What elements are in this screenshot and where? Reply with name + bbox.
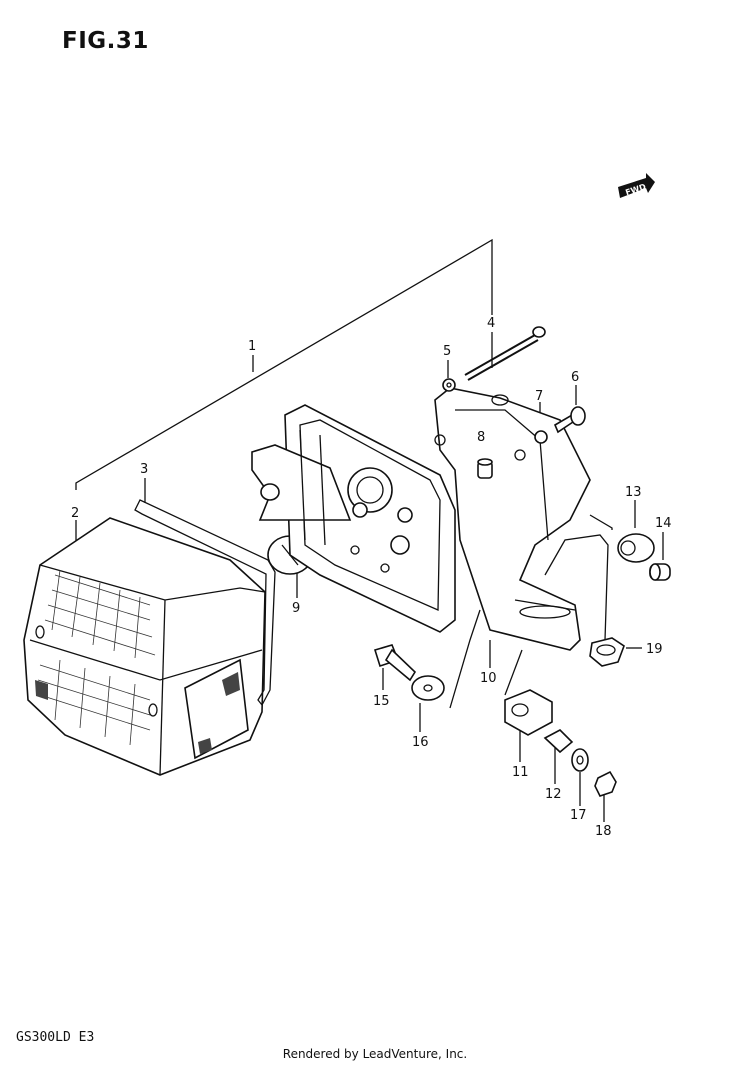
washer-7: [534, 430, 548, 444]
callout-16: 16: [412, 735, 429, 750]
callout-12: 12: [545, 787, 562, 802]
washer-5: [442, 378, 456, 392]
callout-19: 19: [646, 642, 663, 657]
long-bolt: [464, 326, 546, 381]
callout-10: 10: [480, 671, 497, 686]
lens-grid-pattern: [37, 569, 156, 746]
collar-14: [649, 563, 671, 581]
callout-11: 11: [512, 765, 529, 780]
screw-6: [553, 406, 586, 434]
callout-17: 17: [570, 808, 587, 823]
callout-15: 15: [373, 694, 390, 709]
lens-gasket: [134, 499, 276, 707]
bolt-15: [373, 644, 417, 682]
callout-7: 7: [535, 389, 543, 404]
callout-6: 6: [571, 370, 579, 385]
callout-1: 1: [248, 339, 256, 354]
washer-16: [411, 675, 445, 701]
callout-8: 8: [477, 430, 485, 445]
callout-5: 5: [443, 344, 451, 359]
callout-9: 9: [292, 601, 300, 616]
collar-12: [543, 729, 574, 754]
callout-2: 2: [71, 506, 79, 521]
callout-14: 14: [655, 516, 672, 531]
callout-18: 18: [595, 824, 612, 839]
figure-title: FIG.31: [62, 28, 149, 54]
tail-lamp-bracket: [434, 387, 591, 651]
callout-4: 4: [487, 316, 495, 331]
model-code: GS300LD E3: [16, 1030, 95, 1045]
washer-17: [571, 748, 589, 772]
spacer-8: [477, 458, 493, 479]
cushion-11: [504, 689, 553, 736]
callout-3: 3: [140, 462, 148, 477]
nut-19: [589, 637, 625, 667]
cushion-13: [617, 533, 655, 563]
callout-labels: 1 2 3 4 5 6 7 8 9 10 11 12 13 14 15 16 1…: [71, 316, 672, 839]
forward-arrow-icon: FWD: [618, 173, 655, 198]
footer-credit: Rendered by LeadVenture, Inc.: [282, 1047, 468, 1061]
tail-lamp-lens: [23, 517, 266, 776]
callout-13: 13: [625, 485, 642, 500]
nut-18: [594, 770, 617, 797]
lamp-base-housing: [251, 404, 456, 633]
leader-lines: [75, 238, 664, 822]
